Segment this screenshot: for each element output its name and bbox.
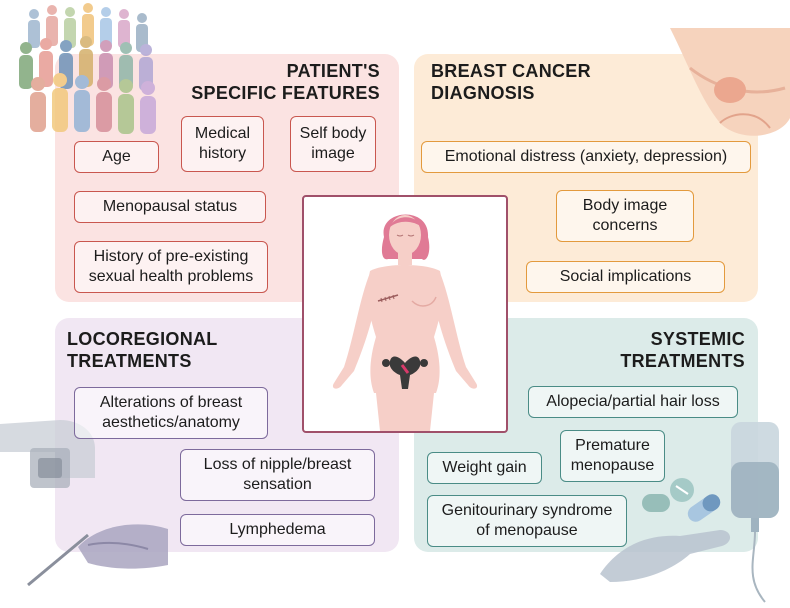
box-label: of menopause bbox=[476, 522, 578, 539]
title-line: SYSTEMIC bbox=[650, 329, 745, 349]
woman-figure-panel bbox=[302, 195, 508, 433]
nipple-sensation-box: Loss of nipple/breast sensation bbox=[180, 449, 375, 501]
title-line: DIAGNOSIS bbox=[431, 83, 535, 103]
box-label: menopause bbox=[570, 457, 655, 474]
box-label: Alterations of breast bbox=[99, 394, 243, 411]
box-label: Body image bbox=[582, 197, 668, 214]
box-label: concerns bbox=[592, 217, 658, 234]
box-label: Age bbox=[102, 148, 131, 165]
genitourinary-syndrome-box: Genitourinary syndrome of menopause bbox=[427, 495, 627, 547]
crowd-of-people-icon bbox=[19, 3, 156, 134]
box-label: Menopausal status bbox=[102, 198, 238, 215]
social-implications-box: Social implications bbox=[526, 261, 725, 293]
menopausal-status-box: Menopausal status bbox=[74, 191, 266, 223]
diagnosis-title: BREAST CANCER DIAGNOSIS bbox=[431, 60, 591, 104]
pre-existing-problems-box: History of pre-existing sexual health pr… bbox=[74, 241, 268, 293]
box-label: History of pre-existing bbox=[93, 248, 249, 265]
box-label: Alopecia/partial hair loss bbox=[546, 393, 720, 410]
box-label: Premature bbox=[575, 437, 650, 454]
box-label: Loss of nipple/breast bbox=[203, 456, 352, 473]
age-box: Age bbox=[74, 141, 159, 173]
box-label: Lymphedema bbox=[229, 521, 326, 538]
iv-bag-icon bbox=[731, 422, 779, 603]
emotional-distress-box: Emotional distress (anxiety, depression) bbox=[421, 141, 751, 173]
title-line: LOCOREGIONAL bbox=[67, 329, 218, 349]
pills-hand-icon bbox=[600, 478, 731, 582]
box-label: sexual health problems bbox=[88, 268, 254, 285]
medical-history-box: Medical history bbox=[181, 116, 264, 172]
title-line: TREATMENTS bbox=[67, 351, 192, 371]
box-label: sensation bbox=[243, 476, 312, 493]
title-line: BREAST CANCER bbox=[431, 61, 591, 81]
weight-gain-box: Weight gain bbox=[427, 452, 542, 484]
lymphedema-box: Lymphedema bbox=[180, 514, 375, 546]
patient-features-title: PATIENT'S SPECIFIC FEATURES bbox=[191, 60, 380, 104]
breast-anatomy-icon bbox=[670, 28, 790, 136]
locoregional-title: LOCOREGIONAL TREATMENTS bbox=[67, 328, 218, 372]
box-label: history bbox=[198, 145, 247, 162]
title-line: TREATMENTS bbox=[620, 351, 745, 371]
box-label: Emotional distress (anxiety, depression) bbox=[444, 148, 728, 165]
box-label: Weight gain bbox=[442, 459, 527, 476]
scalpel-hand-icon bbox=[27, 524, 168, 587]
systemic-title: SYSTEMIC TREATMENTS bbox=[620, 328, 745, 372]
box-label: Social implications bbox=[559, 268, 692, 285]
premature-menopause-box: Premature menopause bbox=[560, 430, 665, 482]
radiotherapy-machine-icon bbox=[0, 420, 95, 488]
box-label: Genitourinary syndrome bbox=[441, 502, 613, 519]
box-label: Self body bbox=[299, 125, 367, 142]
self-body-image-box: Self body image bbox=[290, 116, 376, 172]
box-label: aesthetics/anatomy bbox=[102, 414, 240, 431]
title-line: SPECIFIC FEATURES bbox=[191, 83, 380, 103]
box-label: Medical bbox=[194, 125, 251, 142]
breast-aesthetics-box: Alterations of breast aesthetics/anatomy bbox=[74, 387, 268, 439]
box-label: image bbox=[311, 145, 355, 162]
title-line: PATIENT'S bbox=[286, 61, 380, 81]
woman-body-icon bbox=[332, 214, 478, 431]
alopecia-box: Alopecia/partial hair loss bbox=[528, 386, 738, 418]
body-image-concerns-box: Body image concerns bbox=[556, 190, 694, 242]
